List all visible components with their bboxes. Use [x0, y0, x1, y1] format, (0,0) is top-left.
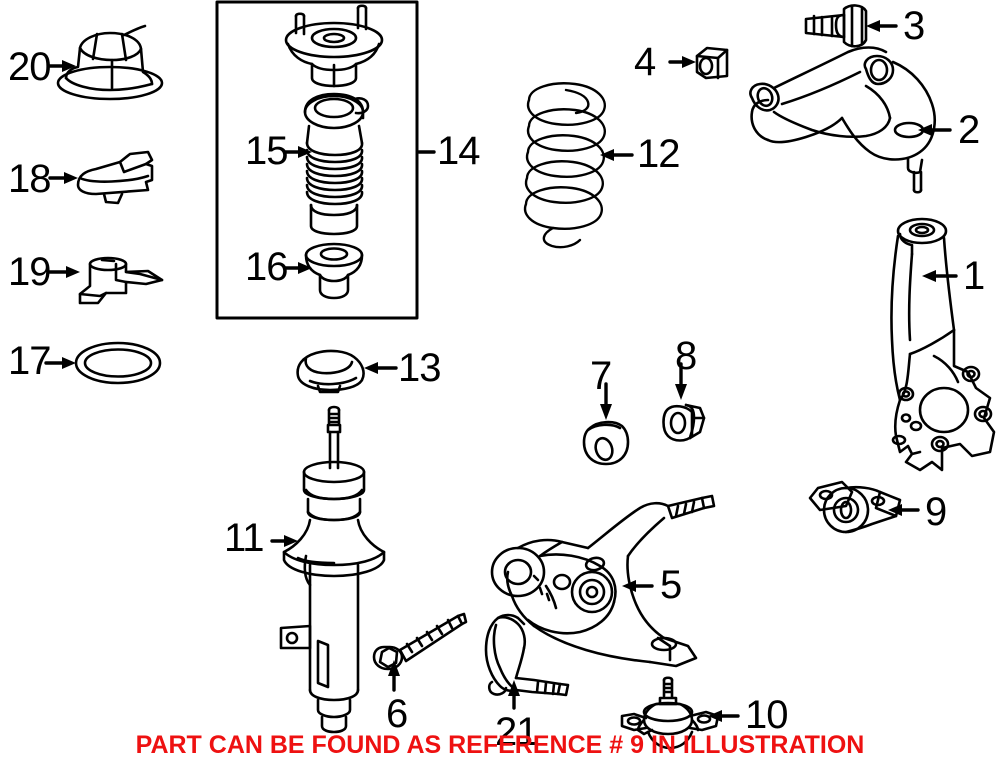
callout-13[interactable]: 13 — [398, 346, 441, 390]
callout-11[interactable]: 11 — [224, 516, 265, 560]
part-3-upper-arm-bolt — [804, 4, 868, 48]
part-17-spring-seat-ring — [74, 341, 162, 385]
callout-1[interactable]: 1 — [963, 254, 985, 298]
callout-5[interactable]: 5 — [660, 563, 682, 607]
callout-21[interactable]: 21 — [495, 710, 538, 754]
part-19-strut-bracket-lower — [78, 256, 164, 305]
callout-4[interactable]: 4 — [634, 40, 656, 84]
part-9-lower-arm-bushing — [808, 480, 902, 534]
part-15-bump-stop-dust-boot — [303, 92, 370, 236]
part-18-strut-bracket-upper — [76, 150, 154, 205]
part-16-lower-spring-insulator — [304, 242, 364, 300]
reference-footnote: PART CAN BE FOUND AS REFERENCE # 9 IN IL… — [135, 731, 865, 759]
part-12-coil-spring — [523, 82, 606, 249]
part-5-lower-control-arm — [490, 494, 716, 668]
part-6-lower-arm-bolt — [372, 612, 468, 671]
callout-18[interactable]: 18 — [8, 157, 51, 201]
part-20-strut-mount-cap — [56, 24, 164, 101]
callout-15[interactable]: 15 — [245, 129, 288, 173]
part-13-strut-upper-seat — [296, 349, 365, 394]
callout-16[interactable]: 16 — [245, 245, 288, 289]
callout-14[interactable]: 14 — [437, 129, 480, 173]
part-strut-mount-top — [284, 4, 384, 88]
callout-2[interactable]: 2 — [958, 108, 980, 152]
part-7-washer — [582, 420, 630, 466]
part-4-stabilizer-bar-bushing — [695, 46, 729, 80]
callout-17[interactable]: 17 — [8, 339, 51, 383]
callout-20[interactable]: 20 — [8, 45, 51, 89]
callout-19[interactable]: 19 — [8, 250, 51, 294]
part-11-strut-shock-absorber — [279, 405, 386, 734]
callout-6[interactable]: 6 — [386, 692, 408, 736]
part-1-steering-knuckle — [890, 217, 996, 472]
callout-7[interactable]: 7 — [590, 354, 612, 398]
callout-leaders — [44, 20, 958, 722]
callout-12[interactable]: 12 — [637, 132, 680, 176]
part-8-nut — [662, 403, 706, 442]
callout-10[interactable]: 10 — [745, 693, 788, 737]
callout-3[interactable]: 3 — [903, 4, 925, 48]
callout-9[interactable]: 9 — [925, 490, 947, 534]
part-21-lower-arm-stay-bracket — [484, 613, 570, 697]
callout-8[interactable]: 8 — [675, 334, 697, 378]
part-2-upper-control-arm — [749, 46, 936, 194]
part-10-lower-ball-joint — [620, 676, 720, 750]
